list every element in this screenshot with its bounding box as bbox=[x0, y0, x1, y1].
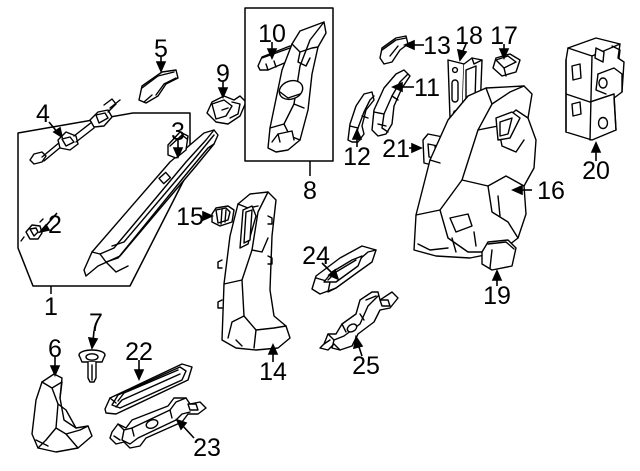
callout-17: 17 bbox=[490, 22, 518, 50]
callout-1: 1 bbox=[44, 293, 58, 321]
callout-22: 22 bbox=[125, 338, 153, 366]
callout-7: 7 bbox=[89, 309, 103, 337]
callout-25: 25 bbox=[352, 352, 380, 380]
callout-12: 12 bbox=[343, 143, 371, 171]
small-support-clip-part bbox=[379, 35, 409, 65]
quarter-trim-cover-cap-part bbox=[481, 239, 517, 271]
trim-retainer-clip-part bbox=[211, 205, 235, 227]
callout-18: 18 bbox=[455, 22, 483, 50]
push-pin-retainer-part bbox=[78, 349, 106, 383]
callout-14: 14 bbox=[259, 358, 287, 386]
callout-13: 13 bbox=[423, 32, 451, 60]
pillar-bracket-clip-part bbox=[206, 95, 247, 125]
sill-reinforcement-bracket-part bbox=[109, 397, 207, 449]
callout-16: 16 bbox=[537, 177, 565, 205]
pillar-rod-fastener-part bbox=[29, 98, 121, 165]
callout-2: 2 bbox=[48, 211, 62, 239]
latch-housing-bracket-part bbox=[565, 37, 625, 141]
upper-trim-clip-part bbox=[138, 69, 179, 104]
door-sill-scuff-plate-part bbox=[104, 363, 193, 415]
b-pillar-lower-trim-part bbox=[217, 191, 291, 351]
rear-sill-bracket-part bbox=[319, 291, 399, 351]
callout-3: 3 bbox=[171, 118, 185, 146]
callout-11: 11 bbox=[414, 74, 440, 102]
callout-leaders bbox=[37, 39, 602, 439]
callout-6: 6 bbox=[48, 335, 62, 363]
box-8-b-pillar bbox=[244, 7, 334, 162]
callout-15: 15 bbox=[176, 203, 204, 231]
callout-21: 21 bbox=[382, 135, 410, 163]
quarter-trim-panel-part bbox=[413, 85, 537, 259]
callout-24: 24 bbox=[302, 242, 330, 270]
box-1-a-pillar bbox=[17, 112, 219, 287]
callout-5: 5 bbox=[154, 35, 168, 63]
callout-8: 8 bbox=[303, 177, 317, 205]
callout-labels: 1 2 3 4 5 6 7 8 9 10 11 12 13 14 15 16 1… bbox=[36, 20, 610, 462]
callout-4: 4 bbox=[36, 100, 50, 128]
callout-10: 10 bbox=[258, 20, 286, 48]
callout-19: 19 bbox=[483, 282, 511, 310]
callout-20: 20 bbox=[582, 157, 610, 185]
callout-23: 23 bbox=[193, 434, 221, 462]
callout-9: 9 bbox=[216, 60, 230, 88]
